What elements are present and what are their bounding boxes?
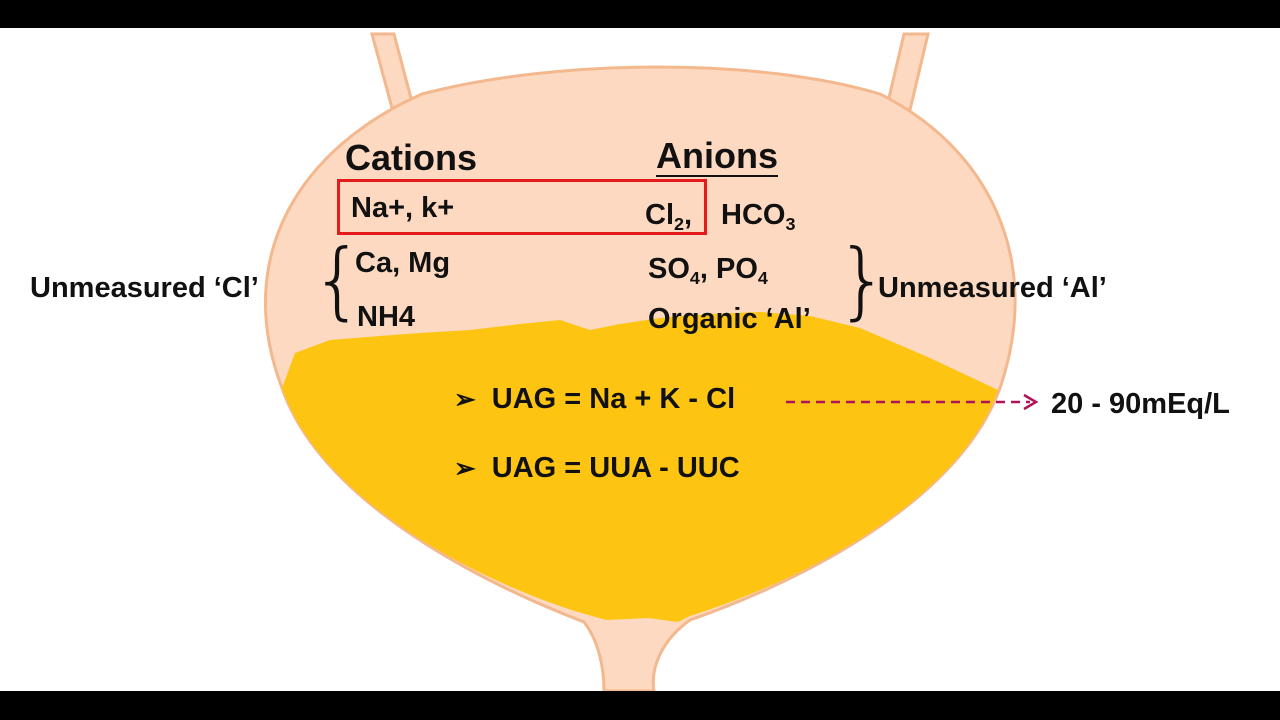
arrow-bullet-icon: ➢ [454, 384, 476, 414]
unmeasured-anions-so4-po4: SO4, PO4 [648, 253, 768, 288]
dashed-arrow-icon [786, 393, 1039, 411]
arrow-bullet-icon: ➢ [454, 453, 476, 483]
left-ureter [370, 32, 414, 110]
unmeasured-cations-nh4: NH4 [357, 301, 416, 333]
measured-anion-chloride: Cl2, [645, 199, 693, 234]
unmeasured-anions-organic: Organic ‘Al’ [648, 303, 811, 335]
left-curly-brace-icon: { [311, 231, 365, 329]
unmeasured-anions-label: Unmeasured ‘Al’ [878, 272, 1107, 304]
bladder-illustration [263, 32, 1039, 691]
formula-1: ➢UAG = Na + K - Cl [454, 383, 736, 415]
right-curly-brace-icon: } [836, 231, 890, 329]
measured-cations: Na+, k+ [351, 192, 455, 224]
anions-header: Anions [656, 135, 778, 177]
normal-range-value: 20 - 90mEq/L [1051, 388, 1230, 420]
unmeasured-cations-label: Unmeasured ‘Cl’ [30, 272, 259, 304]
formula-2: ➢UAG = UUA - UUC [454, 452, 740, 484]
unmeasured-cations-ca-mg: Ca, Mg [355, 247, 451, 279]
measured-anion-bicarbonate: HCO3 [721, 199, 796, 234]
right-ureter [886, 32, 930, 112]
urine-fill [282, 312, 998, 622]
measured-ions-highlight-box [337, 179, 707, 235]
slide-canvas: Cations Anions Na+, k+ Cl2, HCO3 Ca, Mg … [0, 28, 1280, 691]
cations-header: Cations [345, 137, 478, 178]
